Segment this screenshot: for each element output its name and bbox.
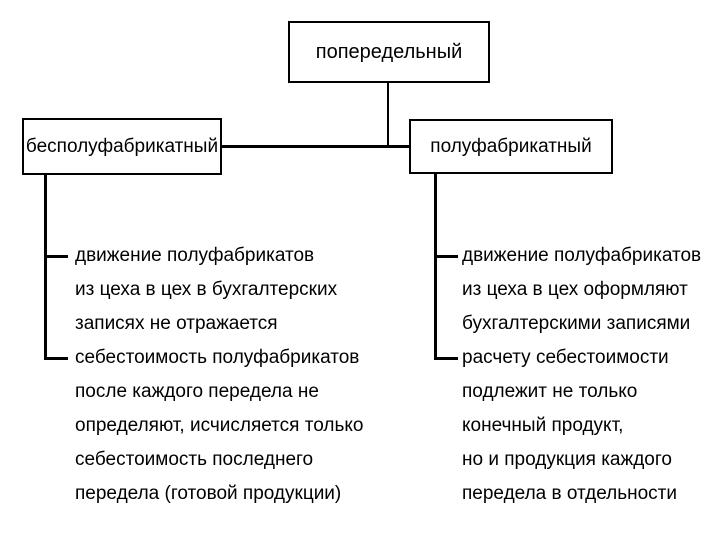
connector-root-vertical: [387, 83, 389, 146]
list-item-line: бухгалтерскими записями: [462, 313, 691, 334]
list-item: расчету себестоимости подлежит не только…: [462, 341, 701, 511]
list-item: себестоимость полуфабрикатов после каждо…: [75, 341, 363, 511]
node-root: попередельный: [288, 21, 490, 83]
list-item-line: записях не отражается: [75, 313, 278, 334]
list-item-line: расчету себестоимости: [462, 347, 669, 368]
list-item-line: подлежит не только: [462, 381, 638, 402]
tick-right-item-1: [434, 255, 458, 258]
node-branch-polufabrikatny: полуфабрикатный: [409, 119, 613, 174]
list-item-line: но и продукция каждого: [462, 449, 672, 470]
list-item-line: из цеха в цех в бухгалтерских: [75, 279, 338, 300]
list-item-line: из цеха в цех оформляют: [462, 279, 688, 300]
list-item-line: конечный продукт,: [462, 415, 624, 436]
node-right-label: полуфабрикатный: [430, 135, 592, 157]
tick-right-item-2: [434, 357, 458, 360]
list-item-line: после каждого передела не: [75, 381, 319, 402]
node-root-label: попередельный: [315, 40, 463, 63]
list-item-line: движение полуфабрикатов: [462, 245, 702, 266]
tick-left-item-2: [44, 357, 68, 360]
connector-branches-horizontal: [222, 145, 409, 148]
connector-right-drop: [434, 174, 437, 360]
list-item-line: определяют, исчисляется только: [75, 415, 364, 436]
node-left-label: бесполуфабрикатный: [25, 135, 219, 157]
right-branch-items: движение полуфабрикатов из цеха в цех оф…: [462, 239, 701, 511]
list-item: движение полуфабрикатов из цеха в цех оф…: [462, 239, 701, 341]
left-branch-items: движение полуфабрикатов из цеха в цех в …: [75, 239, 363, 511]
list-item-line: передела в отдельности: [462, 483, 678, 504]
list-item-line: себестоимость полуфабрикатов: [75, 347, 360, 368]
node-branch-besполуfabrikatny: бесполуфабрикатный: [22, 118, 222, 175]
list-item-line: себестоимость последнего: [75, 449, 314, 470]
list-item: движение полуфабрикатов из цеха в цех в …: [75, 239, 363, 341]
list-item-line: передела (готовой продукции): [75, 483, 342, 504]
list-item-line: движение полуфабрикатов: [75, 245, 315, 266]
connector-left-drop: [44, 175, 47, 360]
tick-left-item-1: [44, 255, 68, 258]
